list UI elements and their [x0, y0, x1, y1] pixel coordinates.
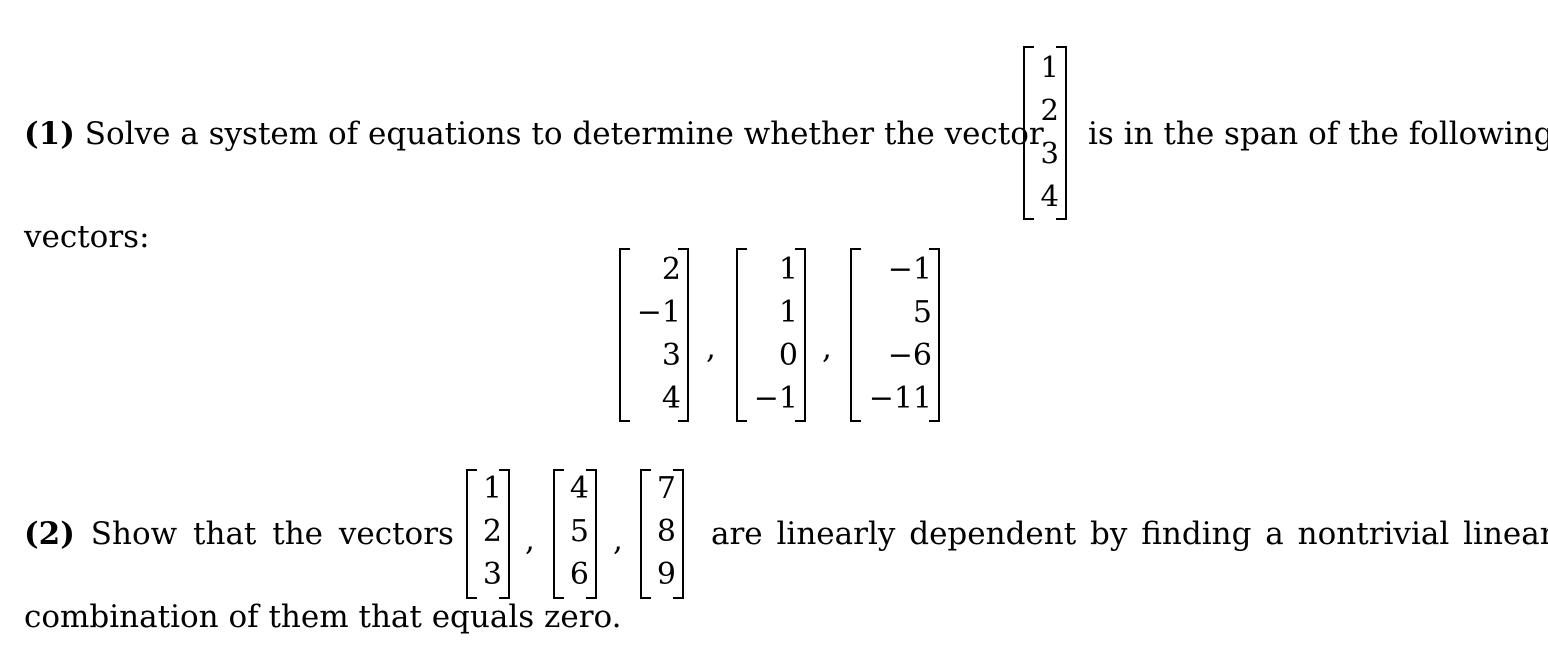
span-vector-1-entry: 4 [661, 381, 681, 416]
target-vector-entry: 3 [1040, 136, 1059, 170]
span-vector-2-entry: −1 [753, 381, 798, 416]
span-vector-1-entry: 3 [661, 338, 681, 373]
dependent-vector-1-entry: 1 [482, 471, 502, 506]
dependent-vector-3: 7 8 9 [640, 469, 684, 599]
dependent-vector-1-entry: 3 [482, 557, 502, 592]
span-vector-1-entry: 2 [661, 252, 681, 287]
dependent-vector-1: 1 2 3 [466, 469, 510, 599]
span-vector-2-entry: 1 [778, 295, 798, 330]
dependent-vector-2-entry: 6 [569, 557, 589, 592]
problem-1-text-before: Solve a system of equations to determine… [84, 116, 1044, 152]
dependent-vector-2-entry: 5 [569, 514, 589, 549]
span-vector-1-entry: −1 [636, 295, 681, 330]
span-vector-2: 1 1 0 −1 [736, 248, 806, 422]
problem-2-text-before: Show that the vectors [90, 516, 454, 552]
dependent-vector-3-entry: 7 [656, 471, 676, 506]
dependent-vector-2: 4 5 6 [553, 469, 597, 599]
dependent-vector-2-entry: 4 [569, 471, 589, 506]
problem-2-text-after: are linearly dependent by finding a nont… [711, 516, 1548, 552]
dependent-vector-3-entry: 9 [656, 557, 676, 592]
problem-1-continuation: vectors: [24, 219, 150, 255]
span-vector-2-entry: 1 [778, 252, 798, 287]
problem-2-continuation: combination of them that equals zero. [24, 599, 622, 635]
target-vector-entry: 1 [1040, 50, 1059, 84]
separator-comma: , [706, 330, 716, 366]
span-vector-1: 2 −1 3 4 [619, 248, 689, 422]
separator-comma: , [822, 330, 832, 366]
problem-2-line-1: (2) Show that the vectors [24, 516, 454, 552]
span-vector-3-entry: −11 [868, 381, 932, 416]
target-vector-entry: 2 [1040, 93, 1059, 127]
target-vector-entry: 4 [1040, 179, 1059, 213]
problem-1-text-after: is in the span of the following [1088, 116, 1548, 152]
dependent-vector-1-entry: 2 [482, 514, 502, 549]
problem-1-number: (1) [24, 116, 75, 152]
separator-comma: , [613, 522, 623, 558]
span-vector-3-entry: −1 [887, 252, 932, 287]
span-vector-3-entry: −6 [887, 338, 932, 373]
separator-comma: , [525, 522, 535, 558]
span-vector-3: −1 5 −6 −11 [850, 248, 940, 422]
problem-2-number: (2) [24, 516, 75, 552]
dependent-vector-3-entry: 8 [656, 514, 676, 549]
target-vector: 1 2 3 4 [1023, 46, 1067, 220]
span-vector-2-entry: 0 [778, 338, 798, 373]
span-vector-3-entry: 5 [912, 295, 932, 330]
problem-1-line-1: (1) Solve a system of equations to deter… [24, 116, 1044, 152]
